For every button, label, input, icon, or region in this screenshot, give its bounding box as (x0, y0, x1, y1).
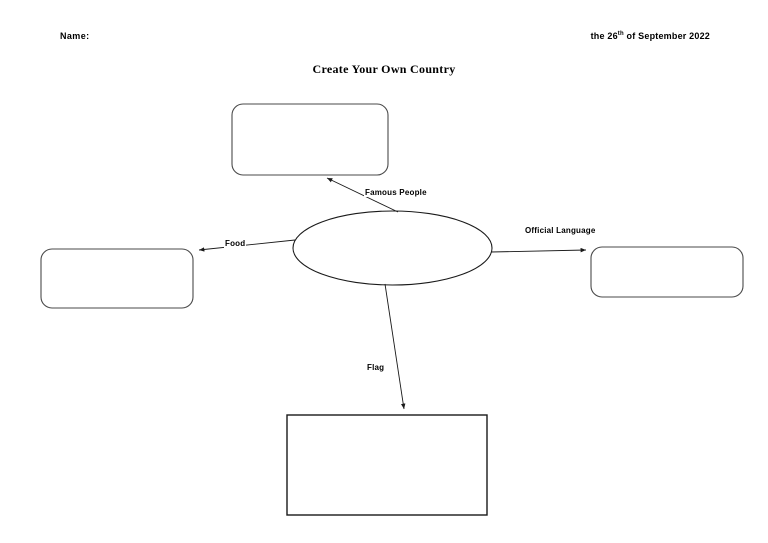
answer-box-official-language[interactable] (590, 246, 744, 298)
answer-box-flag[interactable] (286, 414, 488, 516)
answer-area-famous-people[interactable] (232, 104, 388, 175)
date-ordinal-suffix: th (617, 31, 624, 37)
center-ellipse[interactable] (292, 210, 493, 286)
name-field-label: Name: (60, 31, 90, 41)
branch-label-famous-people: Famous People (364, 188, 428, 197)
branch-label-flag: Flag (366, 363, 386, 372)
date-suffix: of September 2022 (623, 31, 710, 41)
connector-food (198, 239, 296, 252)
answer-area-food[interactable] (41, 249, 193, 308)
branch-label-food: Food (224, 239, 247, 248)
connector-famous-people (326, 177, 399, 213)
answer-box-food[interactable] (40, 248, 194, 309)
answer-area-official-language[interactable] (591, 247, 743, 297)
date-prefix: the 26 (590, 31, 618, 41)
answer-box-famous-people[interactable] (231, 103, 389, 176)
answer-area-flag[interactable] (287, 415, 487, 515)
connector-flag (384, 283, 406, 410)
connector-official-language (490, 247, 587, 253)
date-text: the 26th of September 2022 (591, 31, 710, 41)
page-title: Create Your Own Country (312, 62, 456, 76)
branch-label-official-language: Official Language (524, 226, 597, 235)
